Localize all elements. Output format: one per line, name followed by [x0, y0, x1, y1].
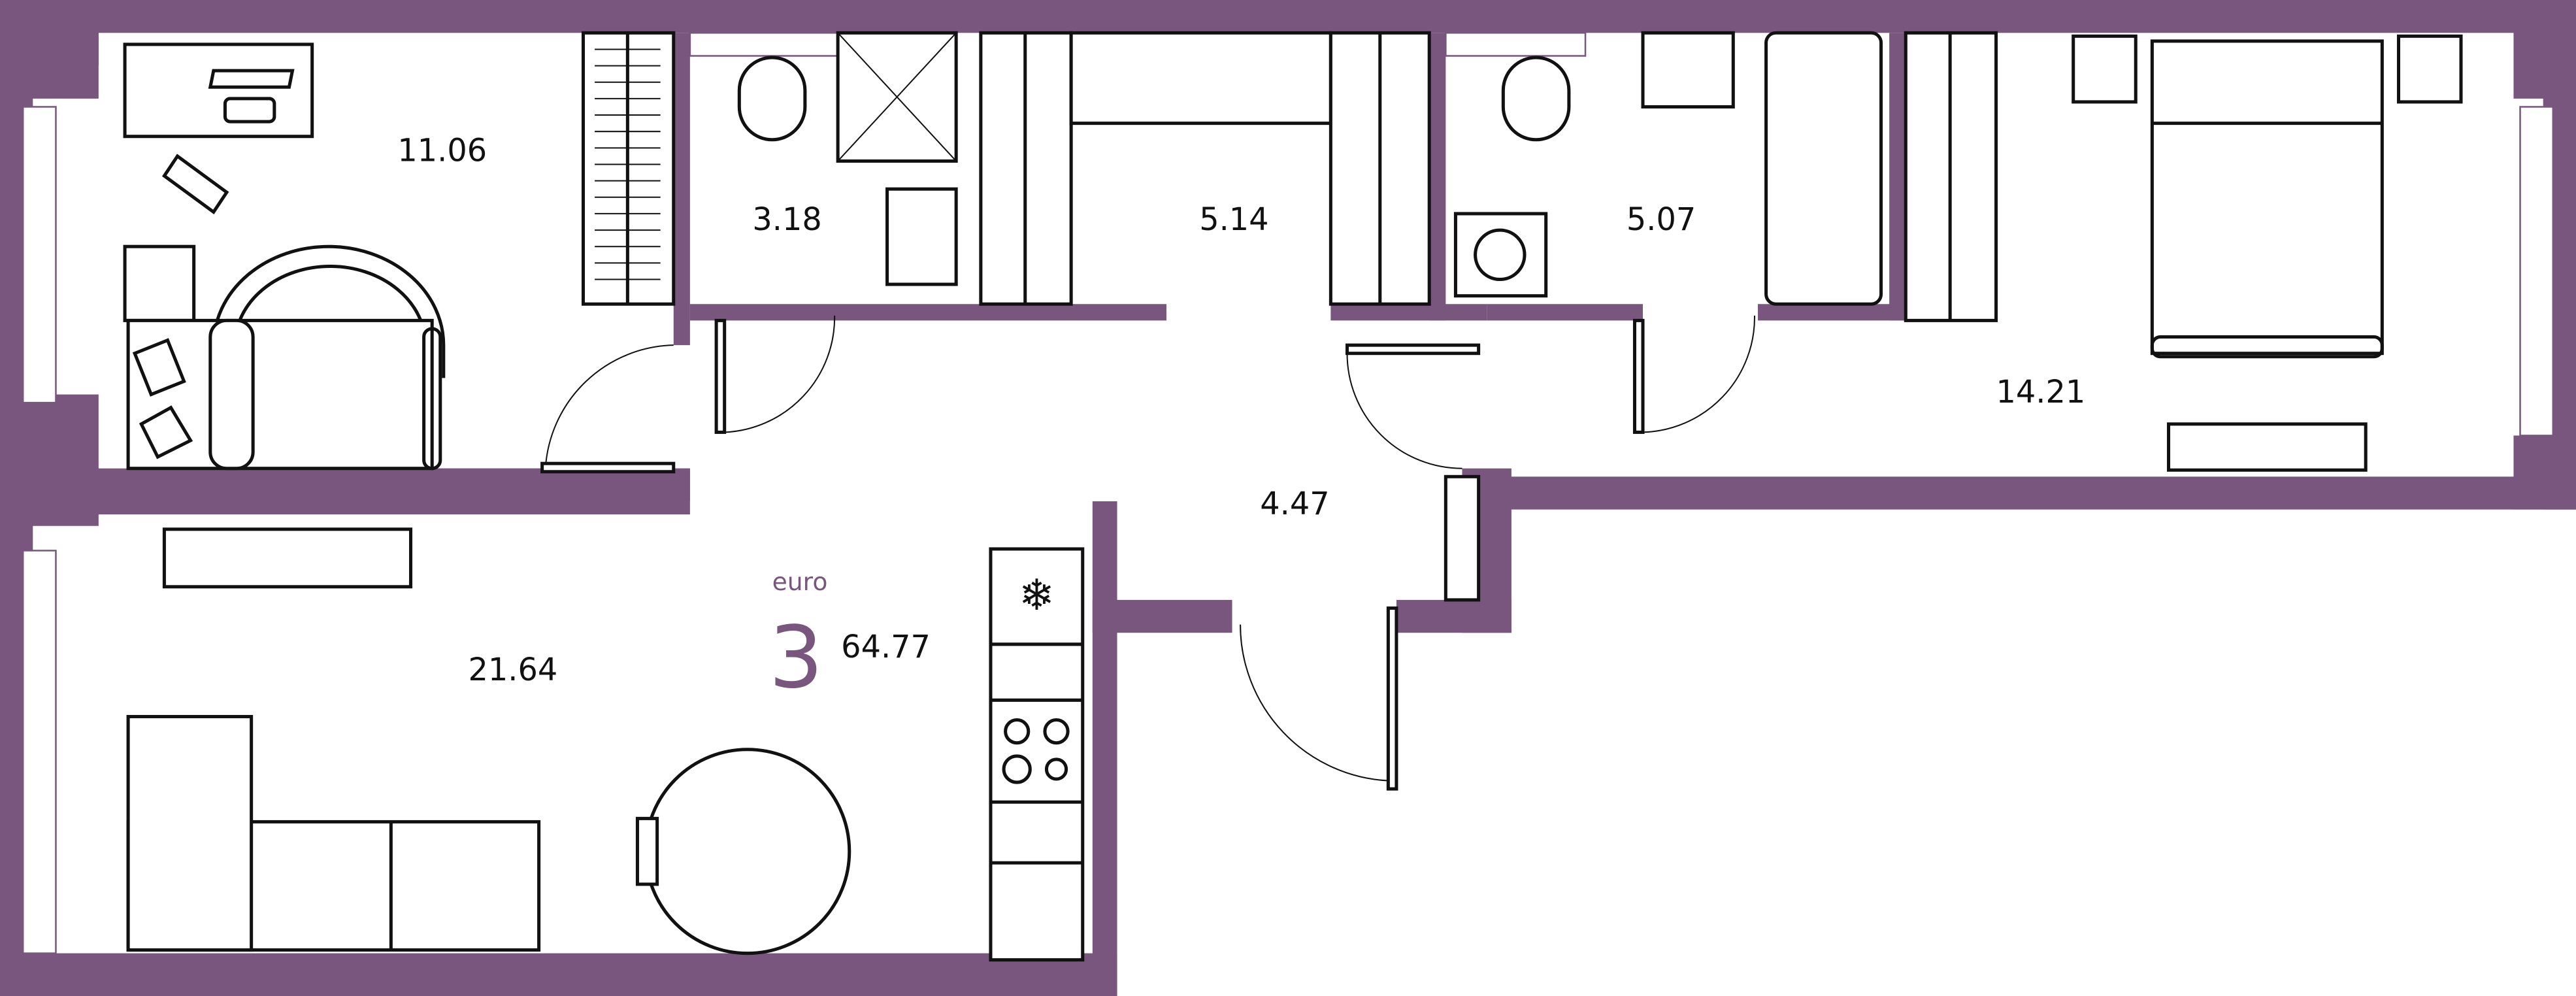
- bed-single: [126, 244, 446, 471]
- window: [2519, 106, 2554, 437]
- room-area-label: 14.21: [1996, 374, 2086, 410]
- entrance-door: [1240, 474, 1481, 791]
- total-area: 64.77: [841, 629, 931, 665]
- door: [540, 344, 676, 474]
- bed-double: [2150, 39, 2384, 359]
- window: [1445, 32, 1587, 57]
- room-area-label: 5.07: [1627, 202, 1696, 238]
- wardrobe: [1904, 31, 1998, 322]
- tv-stand: [162, 527, 413, 589]
- washing-cabinet: [885, 187, 958, 286]
- window: [22, 550, 57, 954]
- nightstand: [2396, 34, 2463, 104]
- tv-stand: [2167, 422, 2368, 472]
- toilet: [1501, 56, 1571, 142]
- room-area-label: 3.18: [752, 202, 821, 238]
- window: [22, 106, 57, 404]
- desk: [123, 42, 314, 214]
- nightstand: [2072, 34, 2138, 104]
- room-area-label: 11.06: [397, 133, 487, 169]
- dining-table: [635, 748, 851, 955]
- layout-type-label: euro: [772, 567, 828, 596]
- sink: [1641, 31, 1735, 108]
- room-area-label: 21.64: [468, 652, 557, 688]
- wardrobe: [979, 31, 1431, 306]
- nightstand: [123, 244, 196, 322]
- snowflake-icon: ❄: [1019, 573, 1055, 620]
- shower: [836, 31, 958, 163]
- bathtub: [1764, 31, 1883, 306]
- door: [714, 315, 836, 434]
- door: [1632, 315, 1755, 434]
- room-area-label: 5.14: [1199, 202, 1268, 238]
- wardrobe: [581, 31, 676, 306]
- sofa: [126, 714, 541, 952]
- door: [1345, 343, 1481, 469]
- toilet: [737, 56, 807, 142]
- washing-machine: [1453, 212, 1548, 298]
- room-area-label: 4.47: [1260, 486, 1329, 522]
- rooms-count: 3: [769, 608, 823, 707]
- kitchen: ❄: [989, 547, 1085, 962]
